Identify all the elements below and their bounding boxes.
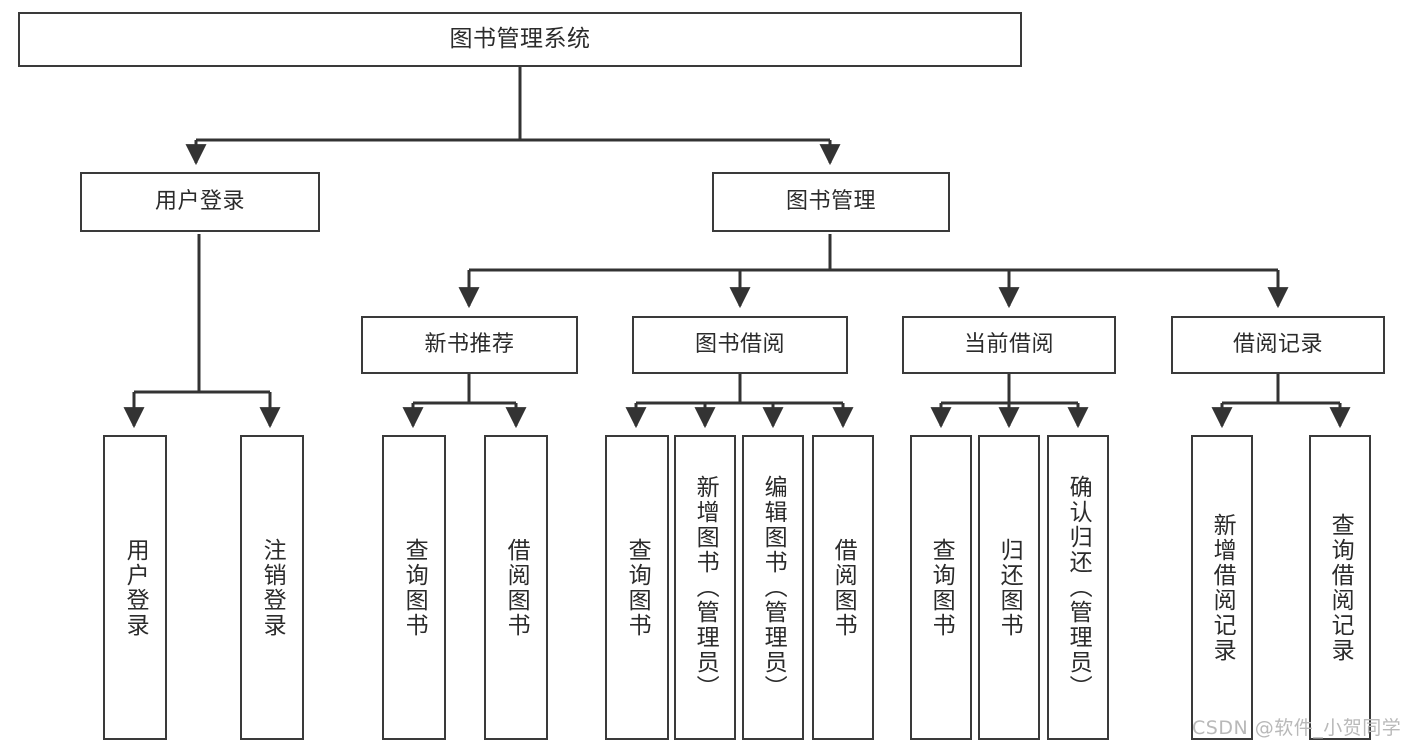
- node-label: 新增图书（管理员）: [692, 475, 719, 700]
- node-label: 查询借阅记录: [1327, 512, 1354, 663]
- node-book-management[interactable]: 图书管理: [712, 172, 950, 232]
- node-book-borrow[interactable]: 图书借阅: [632, 316, 848, 374]
- node-label: 借阅图书: [830, 537, 857, 638]
- leaf-add-borrow-record[interactable]: 新增借阅记录: [1191, 435, 1253, 740]
- node-label: 确认归还（管理员）: [1065, 475, 1092, 700]
- node-label: 查询图书: [624, 537, 651, 638]
- leaf-borrow-book-borrow[interactable]: 借阅图书: [812, 435, 874, 740]
- node-current-borrow[interactable]: 当前借阅: [902, 316, 1116, 374]
- node-borrow-record[interactable]: 借阅记录: [1171, 316, 1385, 374]
- node-label: 借阅记录: [1232, 332, 1323, 358]
- node-label: 图书管理系统: [449, 25, 591, 52]
- node-label: 当前借阅: [963, 332, 1054, 358]
- leaf-borrow-book-newbook[interactable]: 借阅图书: [484, 435, 548, 740]
- node-label: 用户登录: [154, 189, 245, 215]
- leaf-add-book-admin[interactable]: 新增图书（管理员）: [674, 435, 736, 740]
- leaf-query-book-borrow[interactable]: 查询图书: [605, 435, 669, 740]
- leaf-query-borrow-record[interactable]: 查询借阅记录: [1309, 435, 1371, 740]
- node-label: 图书管理: [785, 189, 876, 215]
- node-label: 借阅图书: [503, 537, 530, 638]
- leaf-user-login[interactable]: 用户登录: [103, 435, 167, 740]
- leaf-query-book-newbook[interactable]: 查询图书: [382, 435, 446, 740]
- node-label: 用户登录: [122, 537, 149, 638]
- node-label: 查询图书: [928, 537, 955, 638]
- node-label: 查询图书: [401, 537, 428, 638]
- node-label: 编辑图书（管理员）: [760, 475, 787, 700]
- node-new-book-recommendation[interactable]: 新书推荐: [361, 316, 578, 374]
- node-label: 注销登录: [259, 537, 286, 638]
- node-label: 新书推荐: [424, 332, 515, 358]
- leaf-edit-book-admin[interactable]: 编辑图书（管理员）: [742, 435, 804, 740]
- node-label: 图书借阅: [694, 332, 785, 358]
- node-label: 新增借阅记录: [1209, 512, 1236, 663]
- leaf-query-book-current[interactable]: 查询图书: [910, 435, 972, 740]
- node-label: 归还图书: [996, 537, 1023, 638]
- leaf-logout[interactable]: 注销登录: [240, 435, 304, 740]
- leaf-return-book[interactable]: 归还图书: [978, 435, 1040, 740]
- node-user-login[interactable]: 用户登录: [80, 172, 320, 232]
- leaf-confirm-return-admin[interactable]: 确认归还（管理员）: [1047, 435, 1109, 740]
- watermark-csdn: CSDN @软件_小贺同学: [1192, 717, 1402, 739]
- node-root-system[interactable]: 图书管理系统: [18, 12, 1022, 67]
